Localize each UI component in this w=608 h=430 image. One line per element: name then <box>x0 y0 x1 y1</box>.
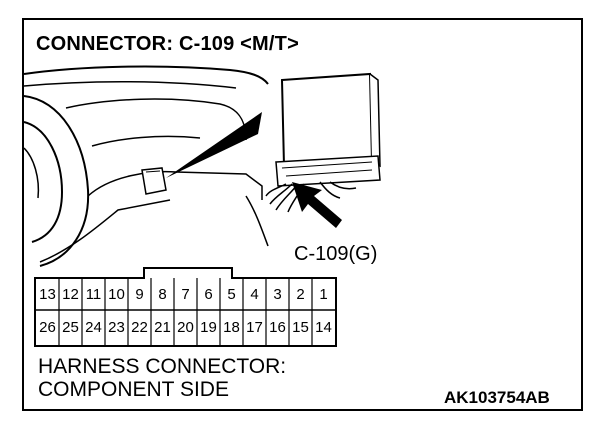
harness-wires <box>265 181 357 213</box>
leader-wedge <box>166 112 262 178</box>
connector-pin: 2 <box>296 286 305 303</box>
figure-code: AK103754AB <box>444 388 550 407</box>
connector-pin: 24 <box>85 319 102 336</box>
small-ecu-box <box>141 167 167 195</box>
connector-pin: 23 <box>108 319 125 336</box>
figure-frame <box>22 18 583 411</box>
steering-wheel-outer <box>23 95 90 267</box>
caption-line-1: HARNESS CONNECTOR: <box>38 355 287 378</box>
connector-pin: 26 <box>39 319 56 336</box>
connector-pin: 6 <box>204 286 213 303</box>
connector-pin: 25 <box>62 319 79 336</box>
connector-pin: 21 <box>154 319 171 336</box>
instrument-cluster-hood <box>65 98 247 141</box>
instrument-cluster-lower <box>91 135 201 147</box>
connector-pin: 10 <box>108 286 125 303</box>
connector-pin: 22 <box>131 319 148 336</box>
connector-pin: 18 <box>223 319 240 336</box>
connector-pin: 1 <box>319 286 328 303</box>
connector-pin: 16 <box>269 319 286 336</box>
pin-dividers <box>58 278 313 346</box>
connector-pin: 7 <box>181 286 190 303</box>
dashboard-lower-panel <box>87 170 263 200</box>
steering-wheel-inner <box>23 121 64 243</box>
pointer-arrow-icon <box>292 182 342 228</box>
caption-line-2: COMPONENT SIDE <box>38 378 229 401</box>
dashboard-right-lower <box>245 195 269 247</box>
control-unit-box <box>280 72 374 168</box>
connector-pin: 17 <box>246 319 263 336</box>
dashboard-top-edge <box>23 65 269 85</box>
dashboard-left-lower <box>39 199 171 263</box>
connector-pin: 4 <box>250 286 259 303</box>
connector-callout-label: C-109(G) <box>294 243 378 265</box>
connector-outline <box>34 267 337 347</box>
connector-pin: 19 <box>200 319 217 336</box>
connector-pin: 3 <box>273 286 282 303</box>
connector-pin: 13 <box>39 286 56 303</box>
connector-pin: 15 <box>292 319 309 336</box>
connector-title: CONNECTOR: C-109 <M/T> <box>36 33 299 55</box>
connector-pin: 8 <box>158 286 167 303</box>
connector-pin: 12 <box>62 286 79 303</box>
steering-wheel-spoke <box>23 147 40 199</box>
connector-pin: 20 <box>177 319 194 336</box>
connector-pin: 9 <box>135 286 144 303</box>
dashboard-upper-line <box>23 80 237 89</box>
connector-pin: 5 <box>227 286 236 303</box>
connector-pin: 11 <box>85 286 102 303</box>
connector-pin: 14 <box>315 319 332 336</box>
